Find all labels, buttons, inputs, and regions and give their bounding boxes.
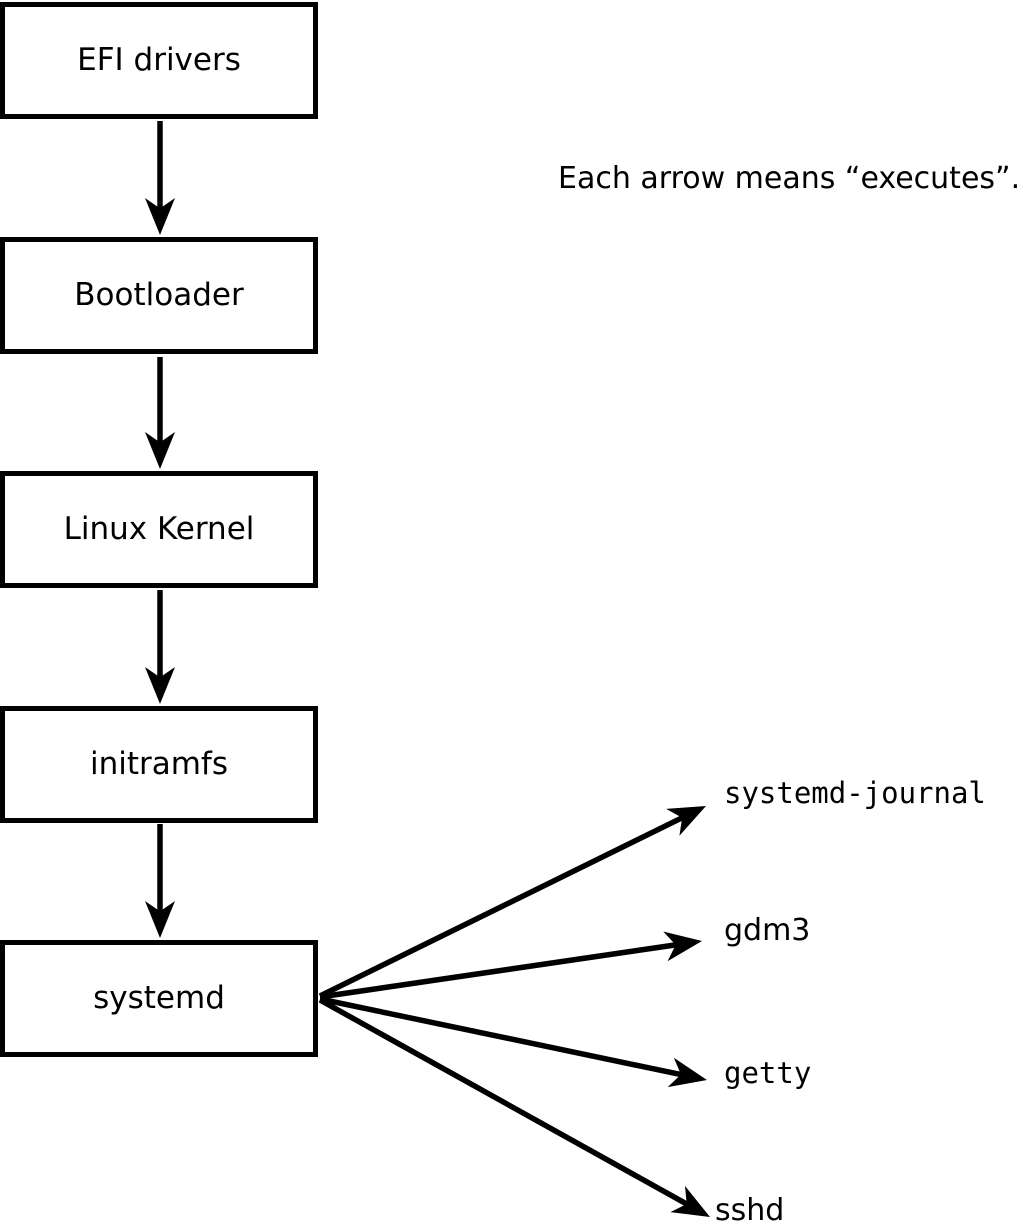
node-initramfs-label: initramfs bbox=[89, 746, 229, 782]
arrow-systemd-to-getty-head bbox=[667, 1057, 707, 1088]
arrow-kernel-to-initramfs-head bbox=[145, 667, 175, 704]
node-initramfs: initramfs bbox=[0, 706, 318, 823]
node-efi-drivers-label: EFI drivers bbox=[77, 42, 241, 78]
target-systemd-journal: systemd-journal bbox=[724, 776, 986, 810]
arrow-kernel-to-initramfs bbox=[145, 590, 175, 704]
arrow-systemd-to-getty bbox=[319, 996, 707, 1088]
arrow-systemd-to-gdm3-head bbox=[663, 931, 702, 962]
node-bootloader-label: Bootloader bbox=[74, 277, 244, 313]
node-systemd-label: systemd bbox=[93, 980, 225, 1016]
arrow-systemd-to-systemd-journal-head bbox=[666, 806, 706, 836]
arrow-efi-to-bootloader bbox=[145, 121, 175, 235]
target-gdm3: gdm3 bbox=[724, 913, 811, 948]
node-linux-kernel-label: Linux Kernel bbox=[63, 511, 255, 547]
arrow-bootloader-to-kernel-head bbox=[145, 432, 175, 469]
caption-arrow-meaning: Each arrow means “executes”. bbox=[558, 161, 1021, 196]
node-efi-drivers: EFI drivers bbox=[0, 2, 318, 119]
node-linux-kernel: Linux Kernel bbox=[0, 471, 318, 588]
arrow-systemd-to-sshd bbox=[318, 997, 710, 1217]
arrow-efi-to-bootloader-head bbox=[145, 198, 175, 235]
arrow-systemd-to-sshd-head bbox=[670, 1185, 710, 1217]
arrow-systemd-to-gdm3 bbox=[319, 931, 702, 1000]
arrow-initramfs-to-systemd bbox=[145, 824, 175, 938]
arrow-bootloader-to-kernel bbox=[145, 357, 175, 469]
target-sshd: sshd bbox=[715, 1193, 785, 1228]
target-getty: getty bbox=[724, 1056, 812, 1090]
arrow-initramfs-to-systemd-head bbox=[145, 901, 175, 938]
node-bootloader: Bootloader bbox=[0, 237, 318, 354]
arrow-systemd-to-systemd-journal bbox=[318, 806, 706, 999]
node-systemd: systemd bbox=[0, 940, 318, 1057]
